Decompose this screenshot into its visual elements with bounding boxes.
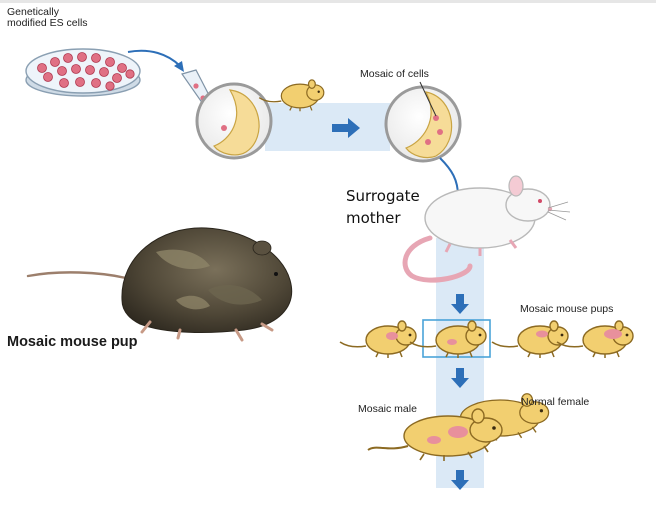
flow-arrow-icon [451, 470, 469, 490]
mouse-icon [409, 320, 487, 359]
mouse-icon [339, 320, 417, 359]
flow-arrow-icon [451, 368, 469, 388]
mosaic-pup-photo [26, 227, 293, 342]
normal-female-label: Normal female [521, 396, 590, 408]
white-mouse-icon [402, 175, 571, 283]
selection-box-icon [422, 319, 491, 358]
mosaic-of-cells-label: Mosaic of cells [360, 68, 429, 80]
flow-arrow-icon [332, 118, 360, 138]
window-top-border [0, 0, 656, 3]
blastocyst-icon [195, 82, 273, 160]
mouse-icon [491, 320, 569, 359]
flow-arrow-icon [451, 294, 469, 314]
mosaic-mouse-pups-label: Mosaic mouse pups [520, 303, 614, 315]
mouse-icon [556, 320, 634, 359]
mouse-icon [367, 408, 503, 462]
blastocyst-icon [384, 81, 462, 163]
mosaic-male-label: Mosaic male [358, 403, 417, 415]
es-cells-label: Genetically modified ES cells [7, 6, 88, 30]
mosaic-mouse-pup-label: Mosaic mouse pup [7, 334, 138, 350]
surrogate-mother-label: Surrogate mother [346, 187, 420, 227]
petri-dish-icon [25, 48, 141, 97]
flow-arrow-icon [127, 49, 184, 72]
